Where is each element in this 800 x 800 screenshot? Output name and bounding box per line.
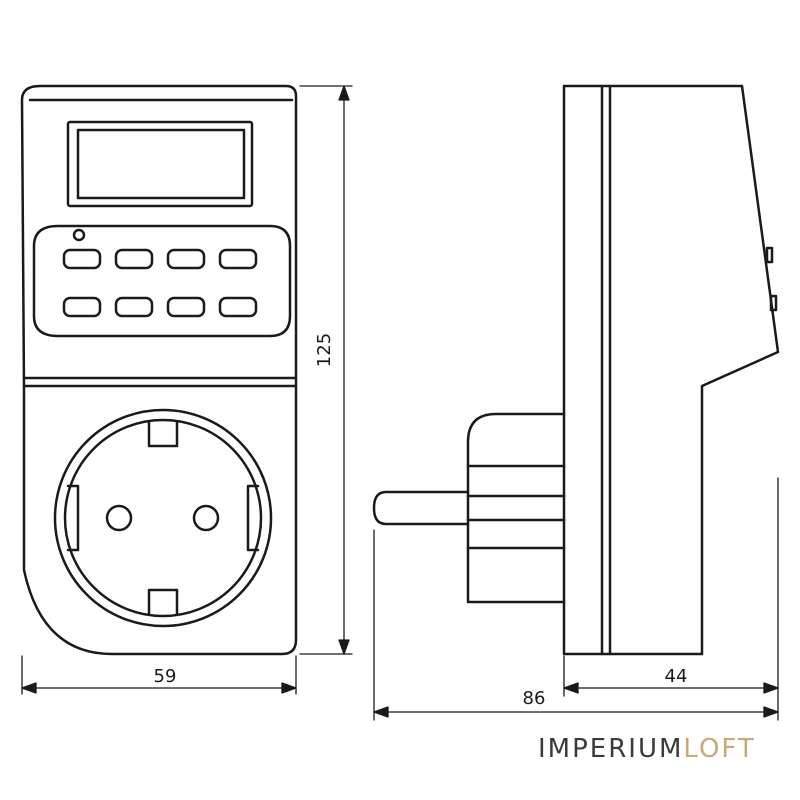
socket-side-recess-right	[246, 484, 260, 552]
front-housing	[20, 84, 298, 656]
side-view	[372, 84, 780, 656]
front-view	[20, 84, 298, 656]
key-2	[114, 248, 154, 270]
key-7	[166, 296, 206, 318]
socket-side-recess-left	[66, 484, 80, 552]
key-8	[218, 296, 258, 318]
ground-clip-top	[147, 420, 179, 448]
brand-logo: IMPERIUMLOFT	[538, 734, 756, 764]
key-1	[62, 248, 102, 270]
key-3	[166, 248, 206, 270]
total-depth-label: 86	[523, 688, 546, 709]
height-label: 125	[314, 333, 335, 367]
key-5	[62, 296, 102, 318]
lcd-display-screen	[76, 128, 246, 200]
side-button-upper	[765, 246, 774, 264]
socket-hole-right	[192, 504, 220, 532]
key-6	[114, 296, 154, 318]
side-button-lower	[769, 294, 778, 312]
socket-inner-ring	[63, 418, 263, 618]
plug-body	[466, 412, 566, 604]
keypad-panel	[32, 224, 292, 338]
key-4	[218, 248, 258, 270]
width-label: 59	[154, 666, 177, 687]
front-dimensions	[21, 85, 353, 695]
body-depth-label: 44	[665, 666, 688, 687]
socket-hole-left	[105, 504, 133, 532]
lcd-display-frame	[66, 120, 254, 208]
side-housing	[562, 84, 780, 656]
indicator-led	[72, 228, 86, 242]
brand-logo-part2: LOFT	[683, 734, 756, 764]
ground-clip-bottom	[147, 588, 179, 616]
socket-outer-ring	[53, 408, 273, 628]
brand-logo-part1: IMPERIUM	[538, 734, 684, 764]
side-dimensions	[373, 477, 779, 721]
plug-pin	[372, 490, 470, 526]
